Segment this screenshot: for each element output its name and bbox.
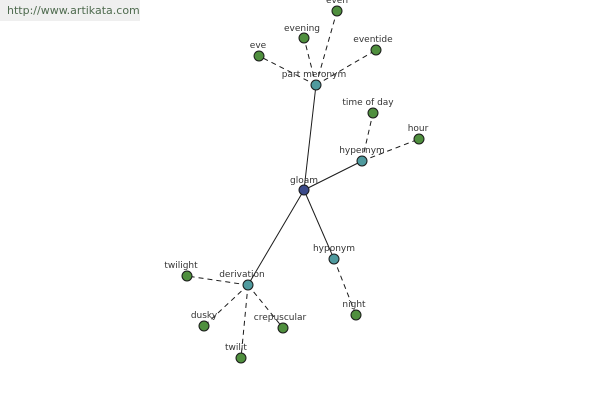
relation-label-derivation: derivation bbox=[219, 270, 265, 280]
term-node-evening[interactable] bbox=[298, 32, 310, 44]
relation-node-hyponym[interactable] bbox=[328, 253, 340, 265]
relation-label-part-meronym: part meronym bbox=[282, 70, 346, 80]
term-node-night[interactable] bbox=[350, 309, 362, 321]
term-label-evening: evening bbox=[284, 24, 320, 34]
term-node-time-of-day[interactable] bbox=[367, 107, 379, 119]
term-label-eve: eve bbox=[250, 41, 267, 51]
root-label-gloam: gloam bbox=[290, 176, 318, 186]
edge-derivation-twilit bbox=[240, 284, 249, 359]
relation-label-hyponym: hyponym bbox=[313, 244, 355, 254]
edge-hypernym-hour bbox=[361, 138, 420, 162]
edge-derivation-crepuscular bbox=[247, 284, 284, 329]
edge-gloam-hypernym bbox=[303, 160, 363, 191]
relation-node-part-meronym[interactable] bbox=[310, 79, 322, 91]
edge-gloam-hyponym bbox=[303, 189, 335, 260]
term-node-twilight[interactable] bbox=[181, 270, 193, 282]
edge-part-meronym-evening bbox=[303, 37, 317, 86]
relation-node-hypernym[interactable] bbox=[356, 155, 368, 167]
term-label-twilight: twilight bbox=[164, 261, 198, 271]
term-label-twilit: twilit bbox=[225, 343, 247, 353]
term-node-even[interactable] bbox=[331, 5, 343, 17]
term-node-dusky[interactable] bbox=[198, 320, 210, 332]
term-node-hour[interactable] bbox=[413, 133, 425, 145]
edge-part-meronym-eventide bbox=[315, 49, 377, 86]
term-label-time-of-day: time of day bbox=[342, 98, 394, 108]
term-node-eventide[interactable] bbox=[370, 44, 382, 56]
edge-derivation-dusky bbox=[203, 284, 249, 327]
edge-derivation-twilight bbox=[186, 275, 249, 286]
term-label-hour: hour bbox=[408, 124, 429, 134]
edge-part-meronym-eve bbox=[258, 55, 317, 86]
relation-node-derivation[interactable] bbox=[242, 279, 254, 291]
root-node-gloam[interactable] bbox=[298, 184, 310, 196]
edge-part-meronym-even bbox=[315, 10, 338, 86]
site-url-banner[interactable]: http://www.artikata.com bbox=[0, 0, 140, 21]
term-node-crepuscular[interactable] bbox=[277, 322, 289, 334]
edge-gloam-part-meronym bbox=[303, 84, 317, 191]
edge-gloam-derivation bbox=[247, 189, 305, 286]
edge-hyponym-night bbox=[333, 258, 357, 316]
term-label-crepuscular: crepuscular bbox=[254, 313, 307, 323]
term-node-eve[interactable] bbox=[253, 50, 265, 62]
term-label-eventide: eventide bbox=[353, 35, 393, 45]
term-label-night: night bbox=[342, 300, 366, 310]
term-label-even: even bbox=[326, 0, 348, 6]
relation-label-hypernym: hypernym bbox=[339, 146, 385, 156]
term-label-dusky: dusky bbox=[191, 311, 218, 321]
term-node-twilit[interactable] bbox=[235, 352, 247, 364]
